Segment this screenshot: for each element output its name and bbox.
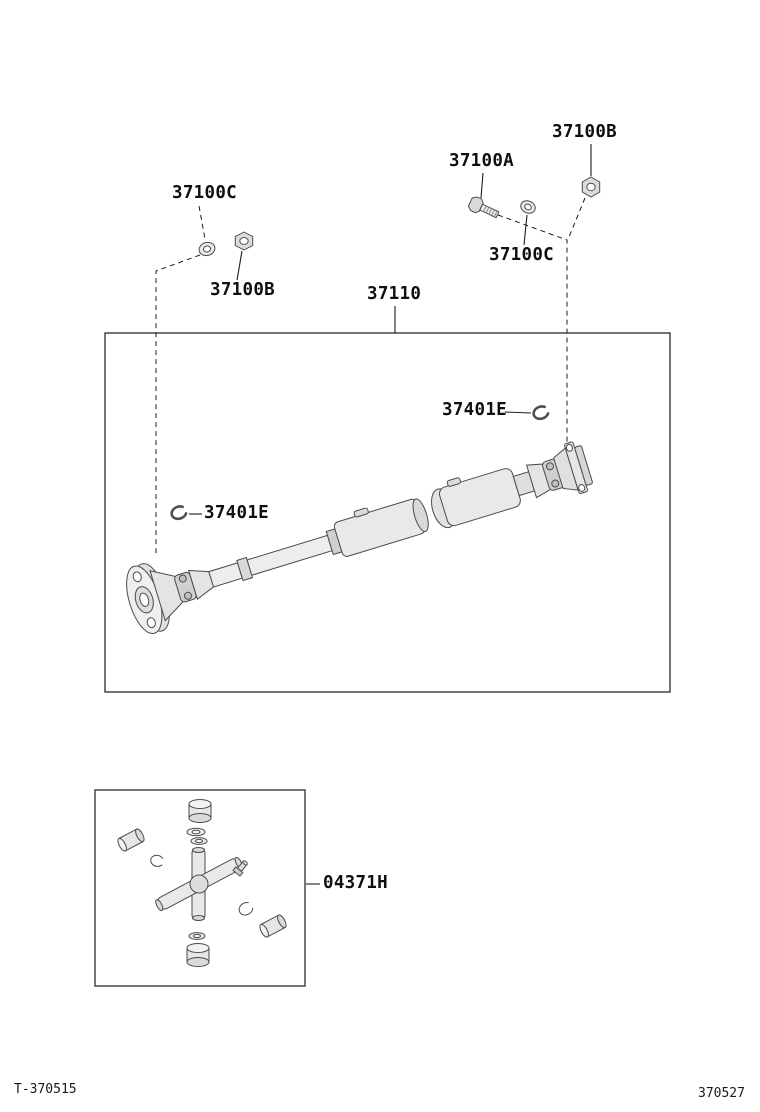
snap-ring-icon-right: [532, 405, 550, 421]
part-label-37401e-left[interactable]: 37401E: [204, 503, 270, 523]
bearing-cup-bottom-icon: [186, 943, 210, 967]
part-label-37110[interactable]: 37110: [367, 284, 422, 304]
part-label-37100b-left[interactable]: 37100B: [210, 280, 276, 300]
nut-icon-right: [581, 176, 601, 198]
propeller-shaft-drawing: [126, 441, 593, 635]
bearing-cup-right-icon: [259, 914, 287, 938]
spider-cross-icon: [155, 847, 243, 921]
part-label-37401e-right[interactable]: 37401E: [442, 400, 508, 420]
snap-ring-icon-kit-left: [150, 854, 164, 867]
washer-icon-right: [520, 200, 536, 214]
nut-icon-left: [234, 231, 254, 251]
bolt-icon: [467, 196, 500, 219]
page-code: 370527: [698, 1086, 745, 1101]
spider-kit-frame: [94, 789, 306, 987]
bearing-cup-top-icon: [188, 799, 212, 823]
spider-kit-drawing: [117, 799, 287, 967]
part-label-04371h[interactable]: 04371H: [323, 873, 389, 893]
washer-icon-left: [198, 241, 216, 257]
part-label-37100a[interactable]: 37100A: [449, 151, 515, 171]
leader-lines: [189, 144, 592, 885]
assembly-dashed-lines: [155, 197, 586, 556]
grease-fitting-icon: [232, 860, 248, 877]
part-label-37100b-top[interactable]: 37100B: [552, 122, 618, 142]
main-assembly-frame: [104, 332, 671, 693]
part-label-37100c-left[interactable]: 37100C: [172, 183, 238, 203]
snap-ring-icon-kit-right: [238, 902, 254, 916]
drawing-code: T-370515: [14, 1082, 77, 1097]
part-label-37100c-right[interactable]: 37100C: [489, 245, 555, 265]
snap-ring-icon-left: [170, 505, 188, 521]
bearing-cup-left-icon: [117, 828, 145, 852]
